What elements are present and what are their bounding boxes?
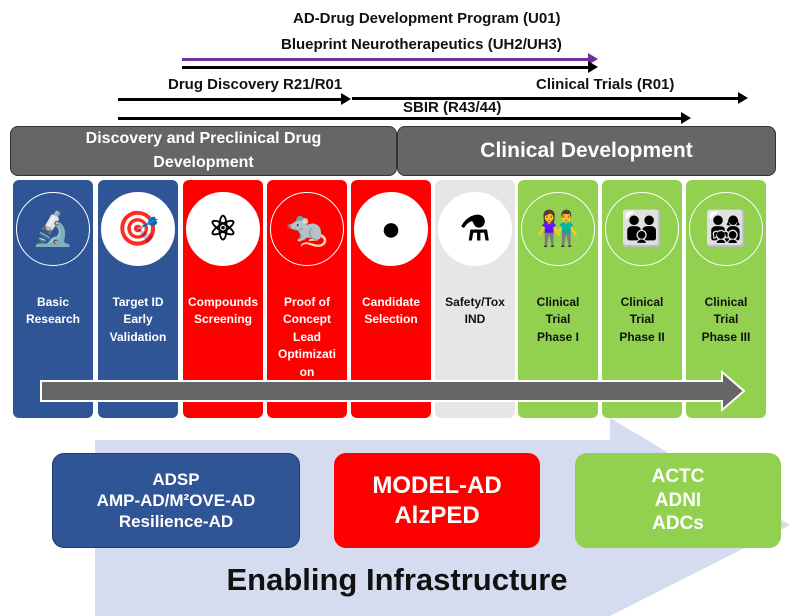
- stage-column: 🐀 Proof of Concept Lead Optimizati on: [267, 180, 347, 418]
- stage-column: ⚛ Compounds Screening: [183, 180, 263, 418]
- stage-column: 🔬 Basic Research: [13, 180, 93, 418]
- infra-adni: ADNI: [654, 489, 702, 511]
- infra-actc: ACTC: [651, 465, 705, 487]
- microscope-icon: 🔬: [16, 192, 90, 266]
- stage-label: Clinical Trial Phase I: [536, 295, 580, 344]
- program-blueprint: Blueprint Neurotherapeutics (UH2/UH3): [281, 36, 562, 53]
- four-people-icon: 👨‍👩‍👧‍👦: [689, 192, 763, 266]
- three-people-icon: 👪: [605, 192, 679, 266]
- clinical-trials-arrow: [352, 92, 748, 104]
- program-addp: AD-Drug Development Program (U01): [293, 10, 561, 27]
- infra-box-blue: ADSP AMP-AD/M²OVE-AD Resilience-AD: [52, 453, 300, 548]
- infra-model-ad: MODEL-AD: [372, 471, 502, 499]
- drug-discovery-arrow: [118, 93, 351, 105]
- program-sbir: SBIR (R43/44): [403, 99, 502, 116]
- stage-label: Proof of Concept Lead Optimizati on: [277, 295, 336, 379]
- stage-column: ● Candidate Selection: [351, 180, 431, 418]
- program-clinical-trials: Clinical Trials (R01): [536, 76, 675, 93]
- stage-label: Basic Research: [25, 295, 81, 327]
- infra-resilience-ad: Resilience-AD: [118, 512, 234, 532]
- blueprint-arrow: [182, 53, 598, 65]
- phase-preclinical: Discovery and Preclinical Drug Developme…: [10, 126, 397, 176]
- infra-box-green: ACTC ADNI ADCs: [575, 453, 781, 548]
- addp-arrow: [182, 61, 598, 73]
- infra-amp-ad: AMP-AD/M²OVE-AD: [96, 490, 256, 510]
- stage-label: Clinical Trial Phase II: [619, 295, 665, 344]
- stage-column: ⚗ Safety/Tox IND: [435, 180, 515, 418]
- stage-label: Clinical Trial Phase III: [701, 295, 751, 344]
- program-drug-discovery: Drug Discovery R21/R01: [168, 76, 343, 93]
- mouse-icon: 🐀: [270, 192, 344, 266]
- stage-column: 👫 Clinical Trial Phase I: [518, 180, 598, 418]
- infra-box-red: MODEL-AD AlzPED: [334, 453, 540, 548]
- stage-column: 👪 Clinical Trial Phase II: [602, 180, 682, 418]
- stage-label: Candidate Selection: [361, 295, 420, 327]
- molecule-icon: ⚛: [186, 192, 260, 266]
- infrastructure-title: Enabling Infrastructure: [226, 562, 568, 597]
- target-icon: 🎯: [101, 192, 175, 266]
- infra-adcs: ADCs: [652, 513, 704, 535]
- stage-label: Compounds Screening: [188, 295, 258, 327]
- phase-clinical: Clinical Development: [397, 126, 776, 176]
- infra-alzped: AlzPED: [394, 501, 480, 529]
- stage-label: Safety/Tox IND: [445, 295, 505, 327]
- infra-adsp: ADSP: [152, 469, 200, 489]
- stage-column: 🎯 Target ID Early Validation: [98, 180, 178, 418]
- lab-glassware-icon: ⚗: [438, 192, 512, 266]
- spheres-target-icon: ●: [354, 192, 428, 266]
- stage-label: Target ID Early Validation: [109, 295, 167, 344]
- two-people-icon: 👫: [521, 192, 595, 266]
- sbir-arrow: [118, 112, 691, 124]
